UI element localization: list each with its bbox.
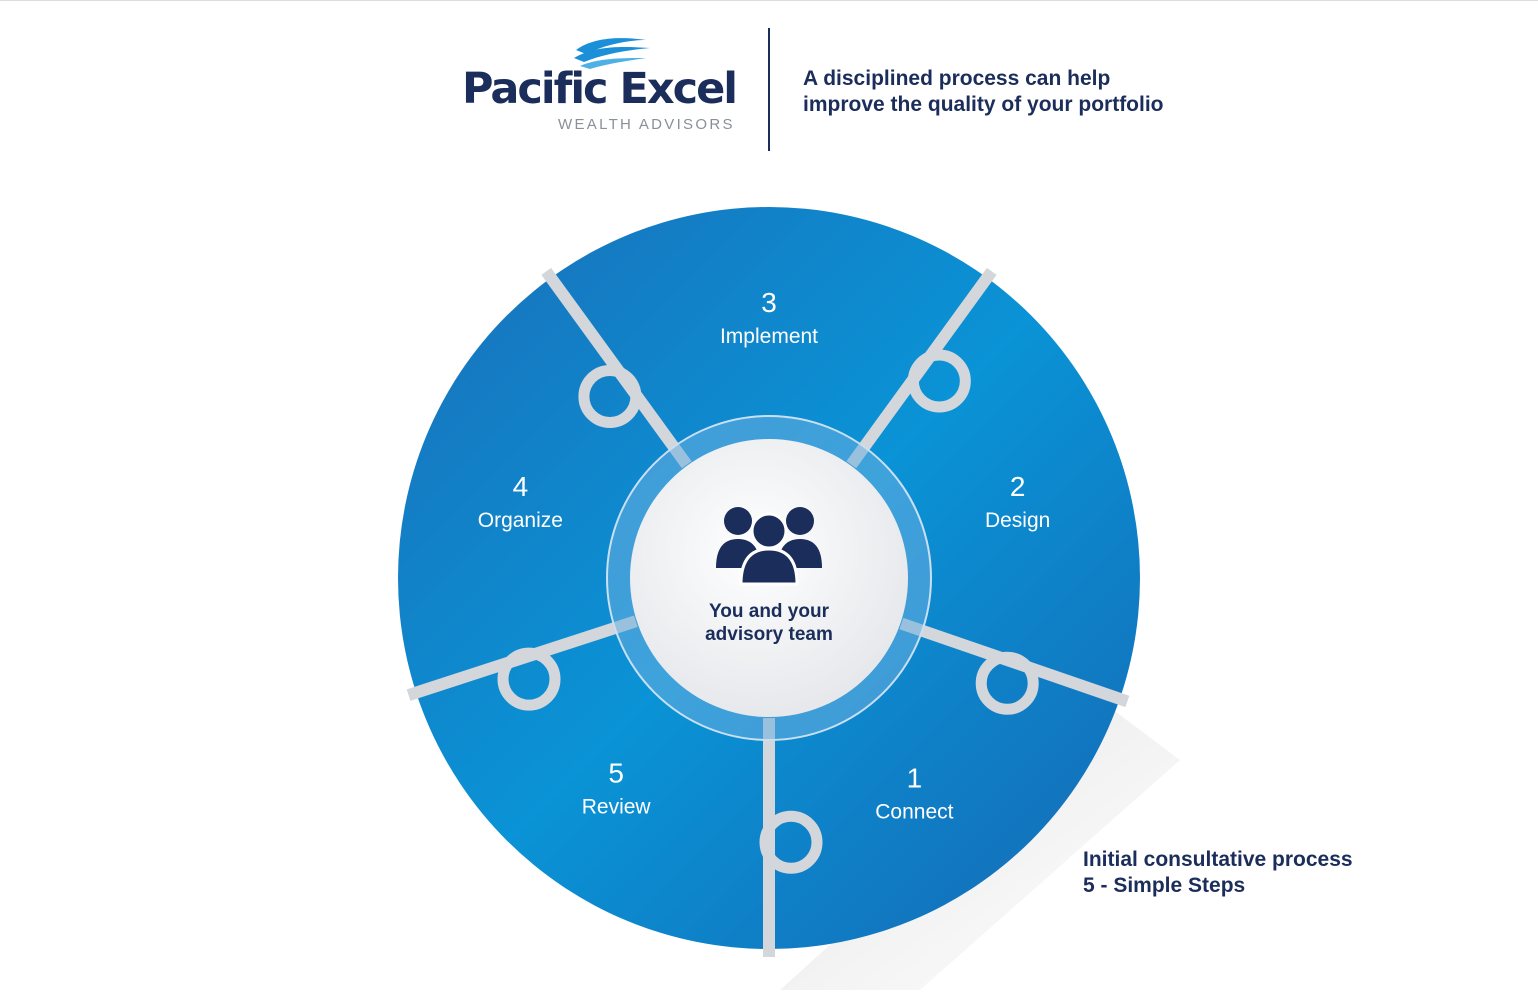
- top-rule: [0, 0, 1538, 1]
- center-label-line-2: advisory team: [705, 624, 833, 645]
- step-1-number: 1: [907, 763, 923, 794]
- step-2-label: Design: [985, 509, 1050, 532]
- step-5-label: Review: [582, 795, 652, 818]
- team-icon: [716, 507, 822, 586]
- seam-5-1-tab: [759, 810, 823, 874]
- caption: Initial consultative process 5 - Simple …: [1083, 847, 1353, 899]
- caption-line-2: 5 - Simple Steps: [1083, 874, 1246, 897]
- step-1-label: Connect: [875, 801, 953, 824]
- center-label-line-1: You and your: [709, 601, 830, 622]
- puzzle-seams: [406, 267, 1130, 957]
- step-4-label: Organize: [478, 509, 563, 532]
- pacific-excel-logo: Pacific Excel WEALTH ADVISORS: [455, 34, 740, 134]
- caption-line-1: Initial consultative process: [1083, 848, 1353, 871]
- brand-name: Pacific Excel: [462, 64, 738, 114]
- tagline-line-2: improve the quality of your portfolio: [803, 93, 1164, 116]
- wave-icon: [574, 38, 650, 69]
- step-2-number: 2: [1010, 471, 1026, 502]
- step-3-number: 3: [761, 287, 777, 318]
- step-5-number: 5: [608, 757, 624, 788]
- step-4-number: 4: [513, 471, 529, 502]
- header-divider: [768, 28, 770, 151]
- seam-3-4-tab: [578, 364, 642, 428]
- seam-2-3-tab: [907, 349, 971, 413]
- step-3-label: Implement: [720, 325, 818, 348]
- seam-4-5-tab: [497, 647, 561, 711]
- seam-1-2-tab: [975, 651, 1039, 715]
- tagline: A disciplined process can help improve t…: [803, 66, 1164, 118]
- tagline-line-1: A disciplined process can help: [803, 67, 1111, 90]
- brand-subtitle: WEALTH ADVISORS: [558, 116, 735, 133]
